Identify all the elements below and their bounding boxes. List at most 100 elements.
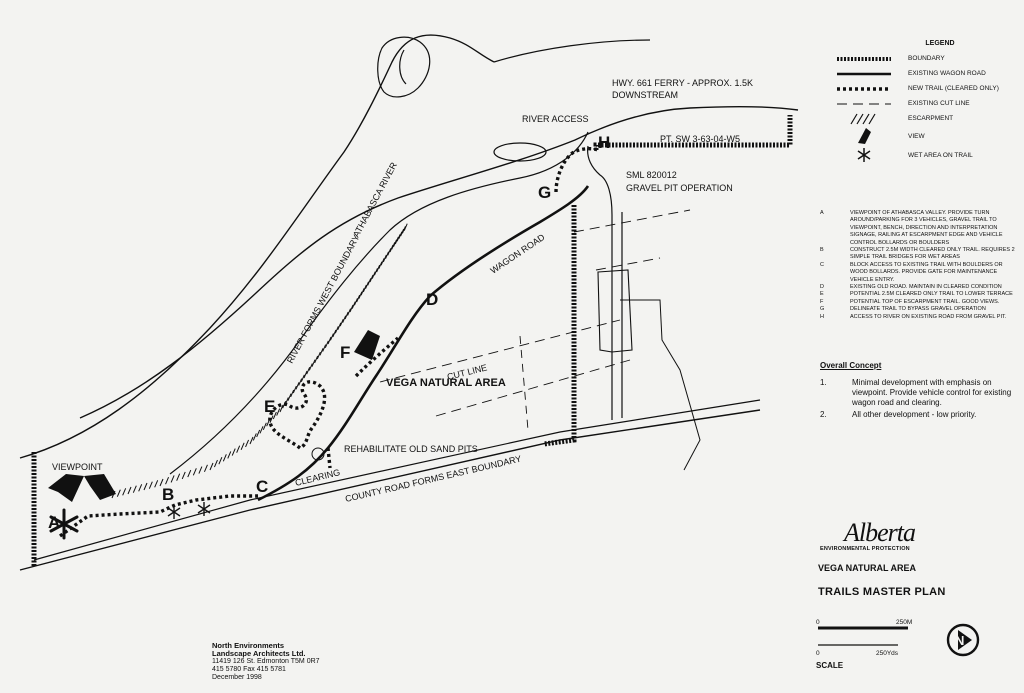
escarpment-hatch-mark — [287, 393, 292, 401]
north-arrow-pointer — [958, 630, 972, 650]
note-c: CBlock access to existing trail with bou… — [820, 262, 1020, 284]
concept-num: 1. — [820, 378, 827, 387]
scale-250m: 250M — [896, 619, 912, 626]
escarpment-hatch-mark — [306, 367, 311, 375]
escarpment-hatch-mark — [249, 436, 254, 445]
viewpoint-icon-left — [48, 474, 84, 502]
escarpment-hatch-mark — [262, 422, 267, 430]
cut-line-3 — [519, 335, 529, 431]
escarpment-hatch-mark — [400, 228, 405, 237]
north-label: N — [955, 633, 964, 648]
escarpment-hatch-mark — [308, 363, 313, 371]
firm-address: 11419 126 St. Edmonton T5M 0R7 — [212, 658, 320, 665]
escarpment-hatch-mark — [298, 378, 303, 386]
note-a: A Viewpoint of Athabasca Valley. Provide … — [820, 210, 1020, 247]
note-key: C — [820, 261, 824, 268]
wet-area-icon-a — [49, 508, 79, 540]
escarpment-hatch-mark — [245, 439, 250, 448]
firm-name-2: Landscape Architects Ltd. — [212, 649, 306, 658]
note-key: D — [820, 284, 824, 291]
note-text: Construct 2.5m width cleared only trail.… — [850, 247, 1015, 261]
ferry-label-line1: HWY. 661 FERRY - APPROX. 1.5K — [612, 78, 753, 88]
wet-area-icon-b — [167, 505, 181, 519]
escarpment-hatch-mark — [290, 389, 295, 398]
boundary-north — [593, 115, 793, 150]
river-access-label: RIVER ACCESS — [522, 114, 589, 124]
escarpment-hatch-mark — [349, 304, 354, 313]
escarpment-hatch-mark — [382, 254, 387, 263]
legend-label: WET AREA ON TRAIL — [908, 151, 973, 159]
note-text: Potential top of escarpment trail. Good … — [850, 298, 1000, 305]
escarpment-hatch-mark — [398, 231, 403, 239]
escarpment-hatch-mark — [369, 274, 374, 283]
escarpment-hatch-mark — [393, 239, 398, 247]
wet-area-icon-c — [197, 502, 211, 516]
note-text: Delineate trail to bypass gravel operati… — [850, 306, 986, 313]
escarpment-hatch-mark — [203, 464, 208, 472]
note-key: A — [820, 210, 824, 216]
escarpment-hatch-mark — [332, 329, 337, 338]
concept-text: Minimal development with emphasis on vie… — [852, 378, 1012, 407]
county-road — [19, 409, 761, 571]
letter-h: H — [598, 133, 610, 152]
escarpment-hatch-mark — [344, 311, 349, 320]
note-g: GDelineate trail to bypass gravel operat… — [820, 306, 1020, 313]
escarpment-hatch-mark — [319, 348, 324, 356]
firm-phone: 415 5780 Fax 415 5781 — [212, 666, 286, 673]
legend-item-new-trail: NEW TRAIL (CLEARED ONLY) — [820, 81, 1020, 96]
gravel-pit-road — [587, 145, 623, 420]
note-key: B — [820, 247, 824, 254]
letter-g: G — [538, 183, 551, 202]
escarpment-hatch-mark — [187, 469, 192, 478]
escarpment-hatch-mark — [334, 326, 339, 334]
legend: LEGEND BOUNDARY EXISTING WAGON ROAD NEW … — [820, 40, 1020, 164]
island-small — [493, 142, 547, 162]
legend-label: BOUNDARY — [908, 55, 945, 62]
legend-item-escarpment: ESCARPMENT — [820, 111, 1020, 126]
escarpment-hatch-mark — [322, 344, 327, 352]
escarpment-hatch-mark — [342, 315, 347, 323]
note-text: Viewpoint of Athabasca Valley. Provide t… — [850, 210, 1003, 246]
escarpment-hatch-mark — [240, 442, 245, 450]
north-arrow-icon — [946, 623, 980, 657]
legend-label: EXISTING WAGON ROAD — [908, 70, 986, 77]
escarpment-hatch-mark — [159, 478, 164, 487]
scale-250yds: 250Yds — [876, 650, 899, 657]
rehab-label: REHABILITATE OLD SAND PITS — [344, 444, 478, 454]
escarpment-hatch-mark — [236, 445, 241, 453]
escarpment-hatch-mark — [380, 258, 385, 266]
ferry-label-line2: DOWNSTREAM — [612, 90, 678, 100]
escarpment-hatch-mark — [218, 457, 223, 465]
legend-label: NEW TRAIL (CLEARED ONLY) — [908, 85, 999, 92]
escarpment-hatch-mark — [327, 336, 332, 345]
escarpment-hatch-mark — [303, 370, 308, 379]
escarpment-hatch-mark — [324, 340, 329, 348]
concept-title: Overall Concept — [820, 361, 882, 370]
note-f: FPotential top of escarpment trail. Good… — [820, 299, 1020, 306]
escarpment-hatch-mark — [213, 459, 218, 468]
letter-a: A — [48, 513, 60, 532]
escarpment-hatch-mark — [138, 484, 143, 492]
escarpment-hatch-mark — [272, 411, 277, 420]
escarpment-hatching — [111, 223, 408, 499]
escarpment-hatch-mark — [148, 481, 153, 489]
alberta-logo: Alberta — [844, 518, 916, 547]
cut-line-2 — [435, 359, 631, 417]
escarpment-hatch-mark — [367, 278, 372, 286]
escarpment-hatch-mark — [347, 308, 352, 316]
escarpment-hatch-mark — [387, 248, 392, 256]
escarpment-hatch-mark — [314, 355, 319, 364]
escarpment-hatch-mark — [373, 268, 378, 276]
plan-subtitle: TRAILS MASTER PLAN — [818, 586, 946, 598]
legend-item-boundary: BOUNDARY — [820, 51, 1020, 66]
letter-f: F — [340, 343, 350, 362]
legend-title: LEGEND — [925, 40, 955, 47]
note-text: Existing old road. Maintain in cleared c… — [850, 284, 1002, 291]
letter-e: E — [264, 397, 275, 416]
escarpment-hatch-mark — [329, 333, 334, 341]
scale-zero-metric: 0 — [816, 619, 820, 626]
river-bank-west — [19, 34, 495, 459]
escarpment-hatch-mark — [132, 485, 137, 493]
note-h: HAccess to river on existing road from g… — [820, 314, 1020, 321]
escarpment-hatch-mark — [356, 294, 361, 303]
